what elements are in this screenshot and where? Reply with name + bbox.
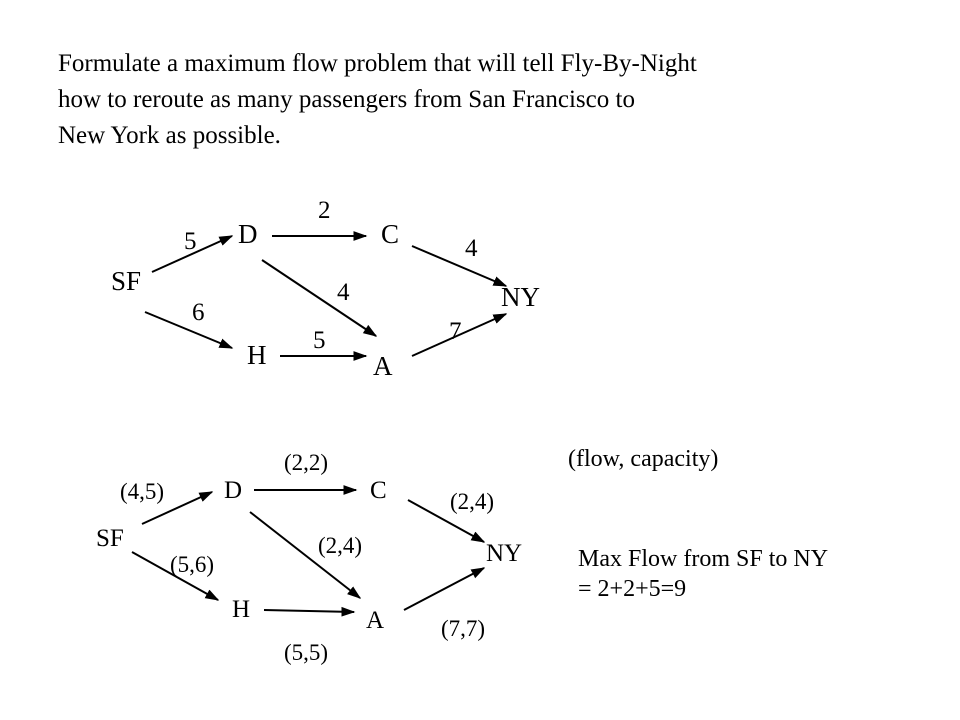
flow-node-ny: NY (486, 540, 522, 567)
flow-edge-c-ny (407, 499, 486, 543)
flow-label-c-ny: (2,4) (450, 489, 494, 514)
flow-edge-a-ny (403, 567, 486, 611)
flow-label-sf-h: (5,6) (170, 552, 214, 577)
flow-network: SF D C H A NY (4,5) (5,6) (2,2) (2,4) (5… (96, 450, 522, 665)
capacity-a-ny: 7 (449, 318, 462, 345)
flow-label-d-a: (2,4) (318, 533, 362, 558)
capacity-sf-h: 6 (192, 299, 205, 326)
flow-edge-h-a (263, 606, 356, 617)
flow-label-h-a: (5,5) (284, 640, 328, 665)
flow-node-sf: SF (96, 525, 124, 552)
flow-label-d-c: (2,2) (284, 450, 328, 475)
flow-node-h: H (232, 596, 250, 623)
max-flow-line-1: Max Flow from SF to NY (578, 546, 829, 572)
node-h: H (247, 340, 267, 370)
capacity-h-a: 5 (313, 327, 326, 354)
problem-statement: Formulate a maximum flow problem that wi… (58, 46, 918, 154)
capacity-network: SF D C H A NY 5 6 2 4 5 4 7 (111, 197, 540, 381)
max-flow-line-2: = 2+2+5=9 (578, 576, 687, 602)
problem-line-3: New York as possible. (58, 122, 281, 149)
edge-d-a (261, 259, 378, 337)
flow-node-c: C (370, 477, 387, 504)
flow-label-a-ny: (7,7) (441, 616, 485, 641)
capacity-sf-d: 5 (184, 228, 197, 255)
flow-node-d: D (224, 477, 242, 504)
node-c: C (381, 219, 399, 249)
capacity-d-c: 2 (318, 197, 331, 224)
node-a: A (373, 351, 393, 381)
problem-line-2: how to reroute as many passengers from S… (58, 86, 635, 113)
flow-label-sf-d: (4,5) (120, 479, 164, 504)
flow-node-a: A (366, 607, 384, 634)
capacity-c-ny: 4 (465, 235, 478, 262)
flow-edge-sf-d (141, 491, 214, 525)
edge-sf-h (144, 311, 234, 349)
flow-legend: (flow, capacity) (568, 446, 719, 472)
edge-sf-d (151, 235, 234, 273)
edge-a-ny (411, 313, 508, 357)
problem-line-1: Formulate a maximum flow problem that wi… (58, 50, 697, 77)
flow-edge-sf-h (131, 551, 220, 601)
node-d: D (238, 219, 258, 249)
capacity-d-a: 4 (337, 279, 350, 306)
max-flow-result: Max Flow from SF to NY = 2+2+5=9 (578, 544, 828, 604)
node-ny: NY (501, 282, 540, 312)
edge-c-ny (411, 245, 508, 287)
node-sf: SF (111, 266, 141, 296)
flow-edge-d-a (249, 511, 362, 599)
